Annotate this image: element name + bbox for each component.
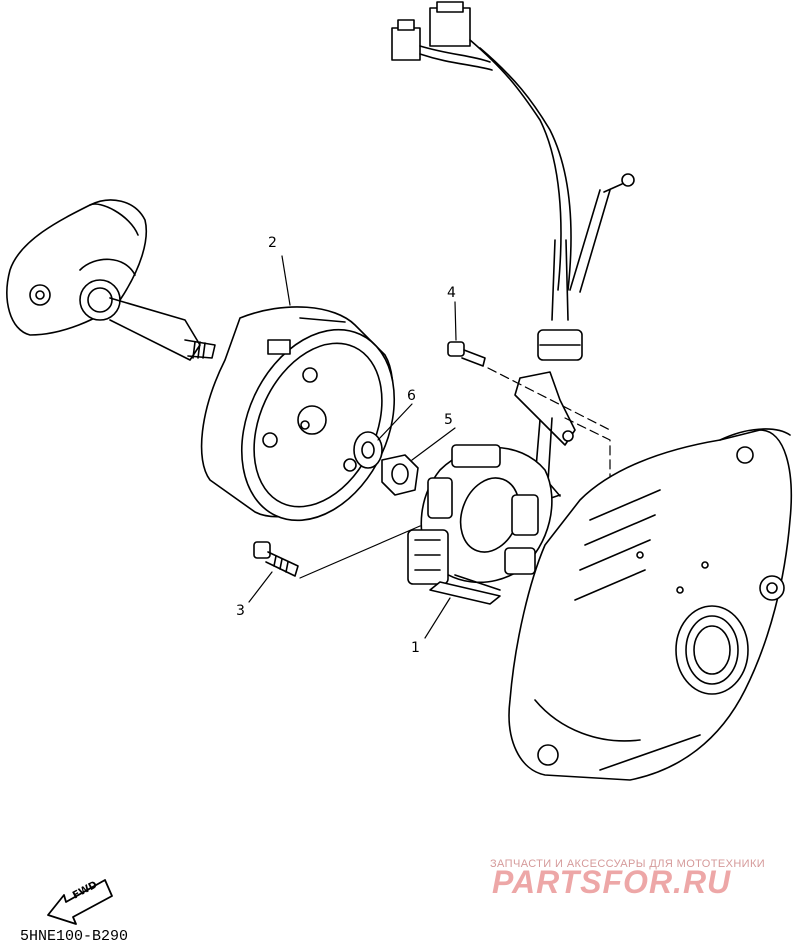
leader-lines xyxy=(248,255,457,639)
diagram-code: 5HNE100-B290 xyxy=(20,928,129,945)
watermark-logo: PARTSFOR.RU xyxy=(492,864,732,900)
callout-2: 2 xyxy=(268,235,277,251)
wire-harness xyxy=(391,1,635,321)
stator-coil xyxy=(407,444,553,605)
callout-1: 1 xyxy=(411,640,420,656)
callout-4: 4 xyxy=(447,285,456,301)
fwd-arrow-icon xyxy=(47,879,113,925)
crankcase-cover xyxy=(508,428,793,781)
screws xyxy=(253,341,486,577)
callout-6: 6 xyxy=(407,388,416,404)
callout-3: 3 xyxy=(236,603,245,619)
crankshaft xyxy=(6,199,216,361)
flywheel-rotor xyxy=(200,306,396,522)
callout-5: 5 xyxy=(444,412,453,428)
watermark-tagline: ЗАПЧАСТИ И АКСЕССУАРЫ ДЛЯ МОТОТЕХНИКИ xyxy=(490,858,766,870)
pickup-bracket xyxy=(514,329,583,501)
washer-and-nut xyxy=(353,431,419,496)
